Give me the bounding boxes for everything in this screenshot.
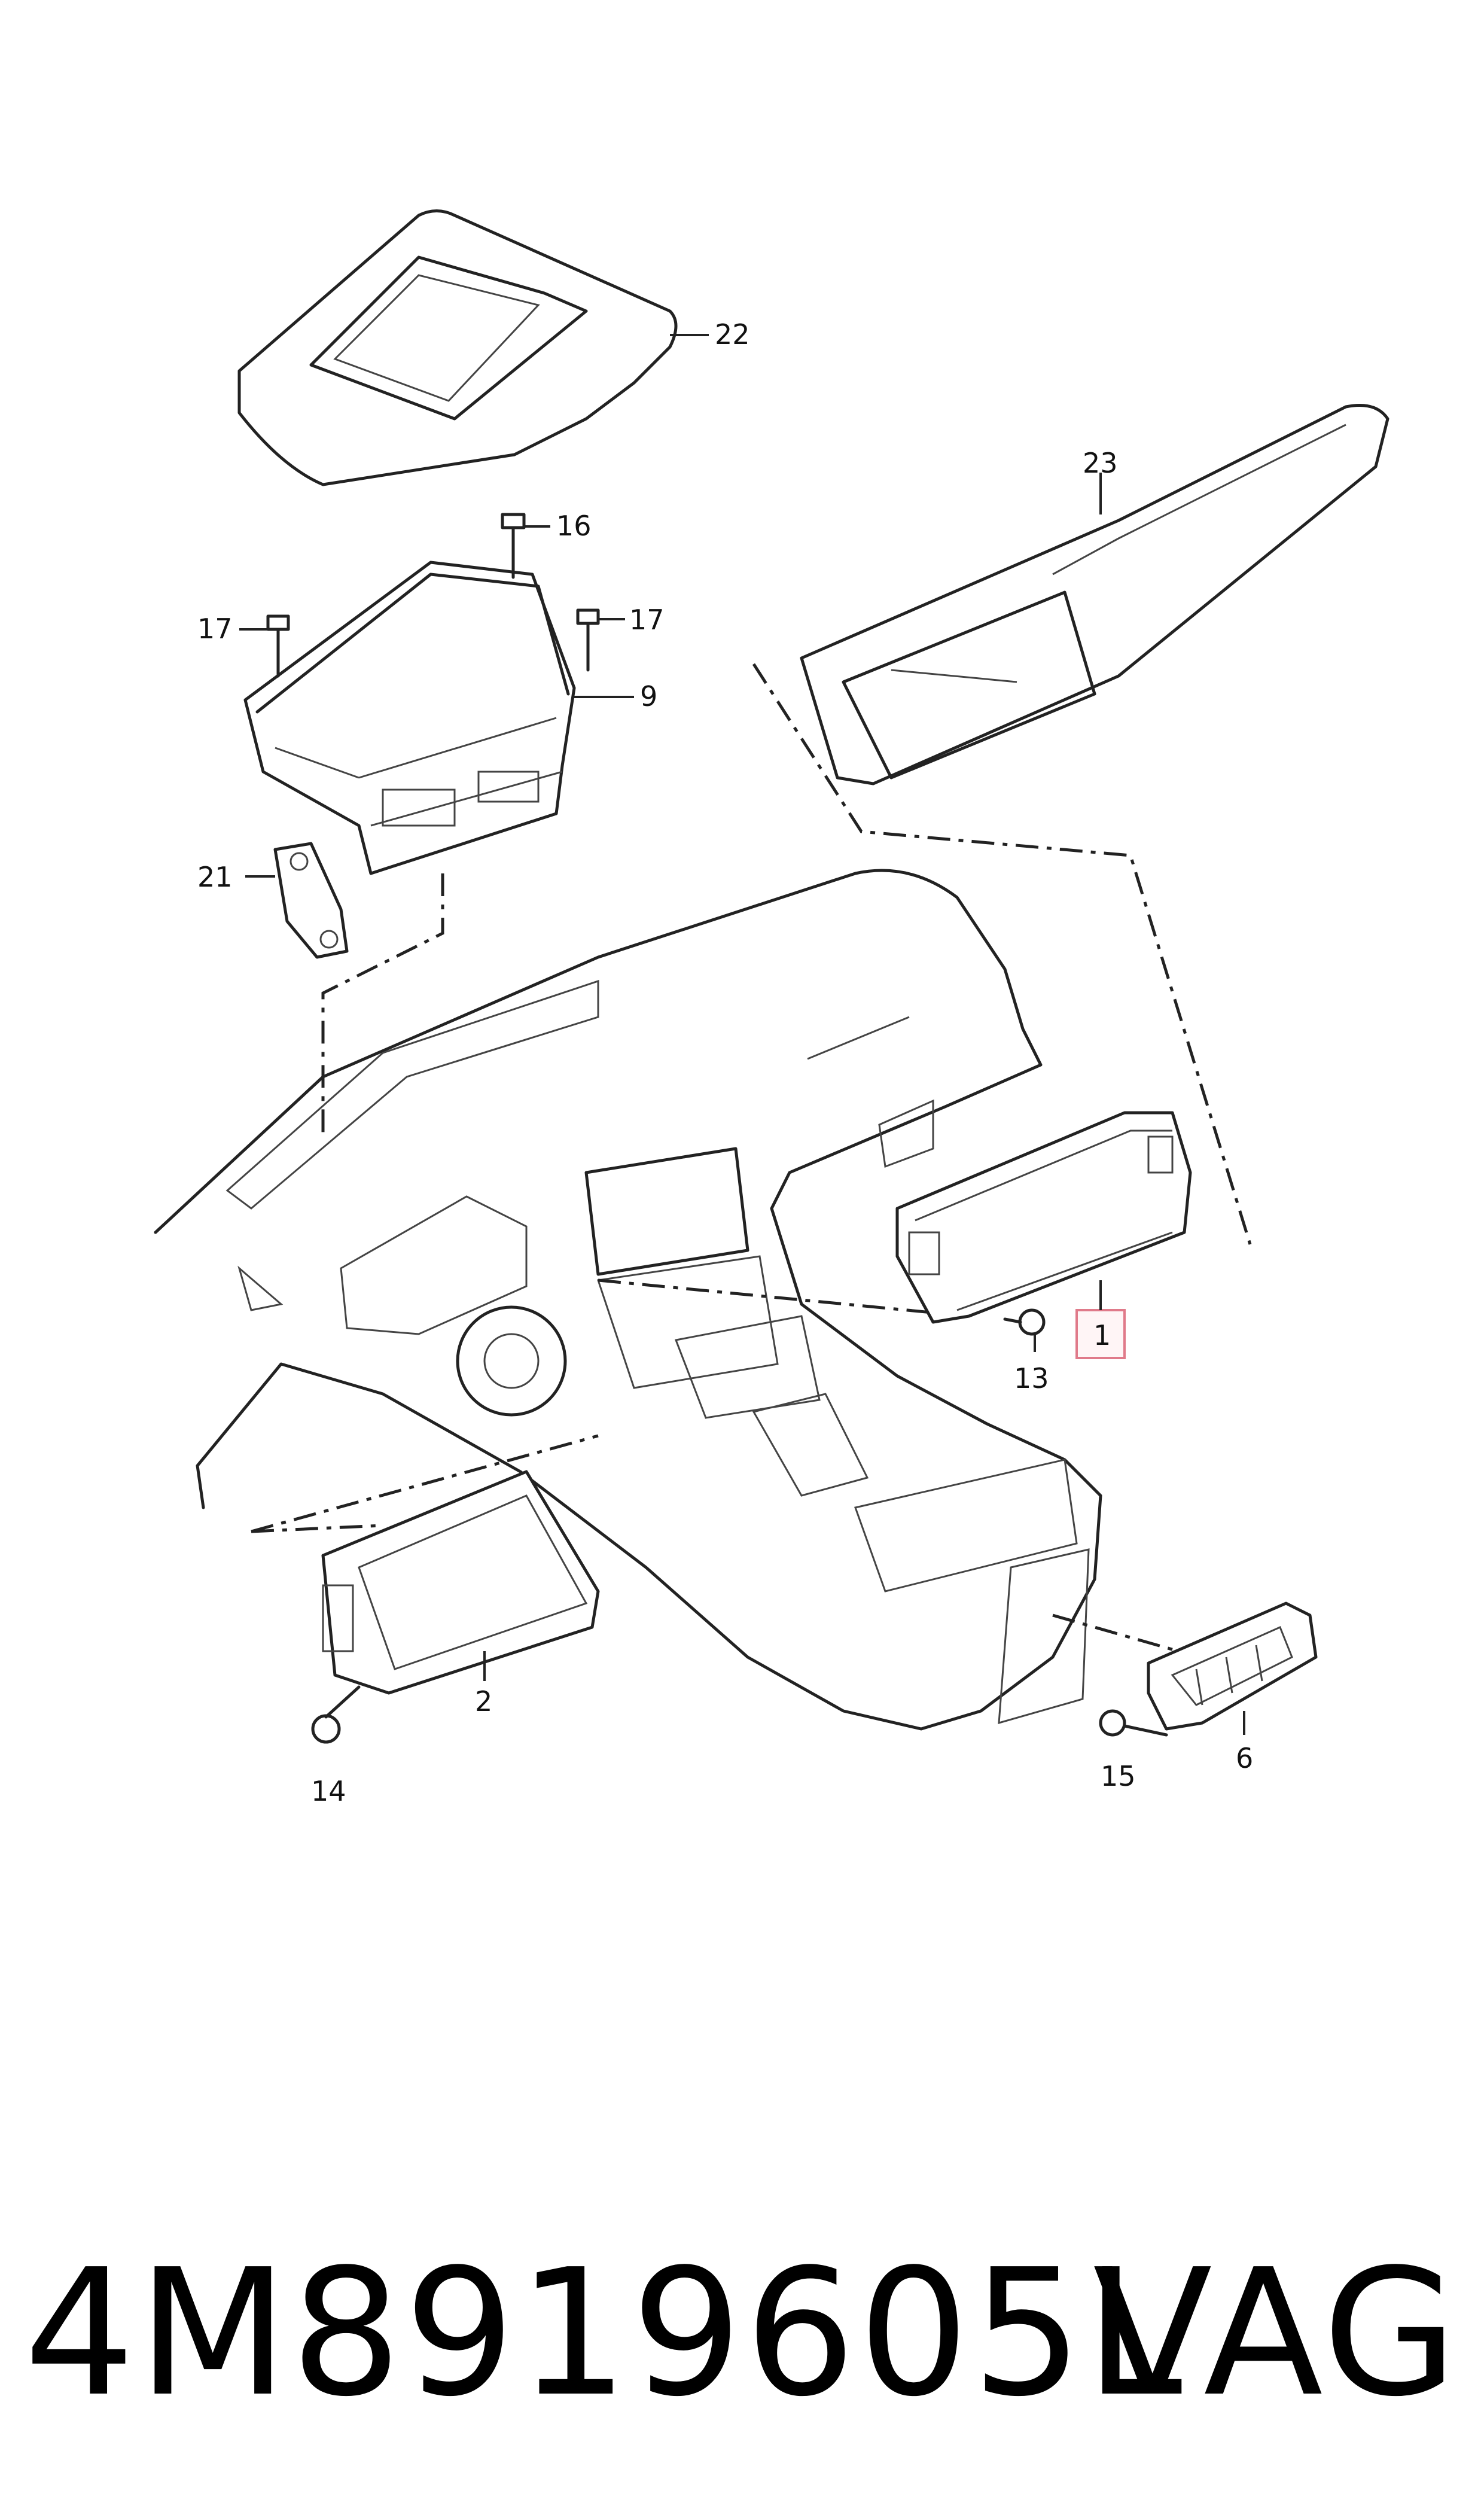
part-number-text: 4M8919605L xyxy=(24,2231,1185,2435)
callout-23: 23 xyxy=(1083,447,1118,479)
callout-22: 22 xyxy=(715,318,750,351)
part-number-footer: 4M8919605L VAG xyxy=(0,2208,1484,2459)
callout-9: 9 xyxy=(640,680,657,713)
callout-16: 16 xyxy=(556,510,592,542)
brand-text: VAG xyxy=(1093,2231,1460,2435)
callout-13: 13 xyxy=(1014,1362,1049,1395)
part-6-control-panel xyxy=(1147,1601,1318,1731)
callout-17-left: 17 xyxy=(197,613,233,645)
callout-14: 14 xyxy=(311,1775,346,1807)
callout-2: 2 xyxy=(475,1685,492,1718)
callout-6: 6 xyxy=(1236,1742,1253,1774)
part-23-cover xyxy=(800,404,1389,785)
screw-13 xyxy=(1003,1308,1046,1336)
screw-16 xyxy=(501,513,526,579)
screw-14 xyxy=(311,1685,361,1744)
part-22-trim-frame xyxy=(237,209,678,486)
screw-15 xyxy=(1099,1709,1168,1737)
screw-17-left xyxy=(266,614,290,678)
callout-17-right: 17 xyxy=(629,604,665,636)
screw-17-right xyxy=(576,608,600,672)
dashboard-outline xyxy=(154,869,1102,1731)
leader-6-console xyxy=(1052,1613,1179,1653)
leader-2-left xyxy=(251,1524,383,1533)
leader-2-dashboard xyxy=(251,1434,599,1533)
part-9-control-unit xyxy=(243,561,576,875)
part-21-bracket xyxy=(273,842,349,959)
leader-1-dashboard xyxy=(598,1278,970,1318)
part-2-lower-display xyxy=(321,1470,600,1695)
callout-15: 15 xyxy=(1101,1760,1136,1792)
callout-1: 1 xyxy=(1093,1319,1111,1351)
leader-23-part1 xyxy=(752,663,1252,1245)
callout-21: 21 xyxy=(197,861,233,893)
part-1-display-unit xyxy=(895,1111,1192,1324)
